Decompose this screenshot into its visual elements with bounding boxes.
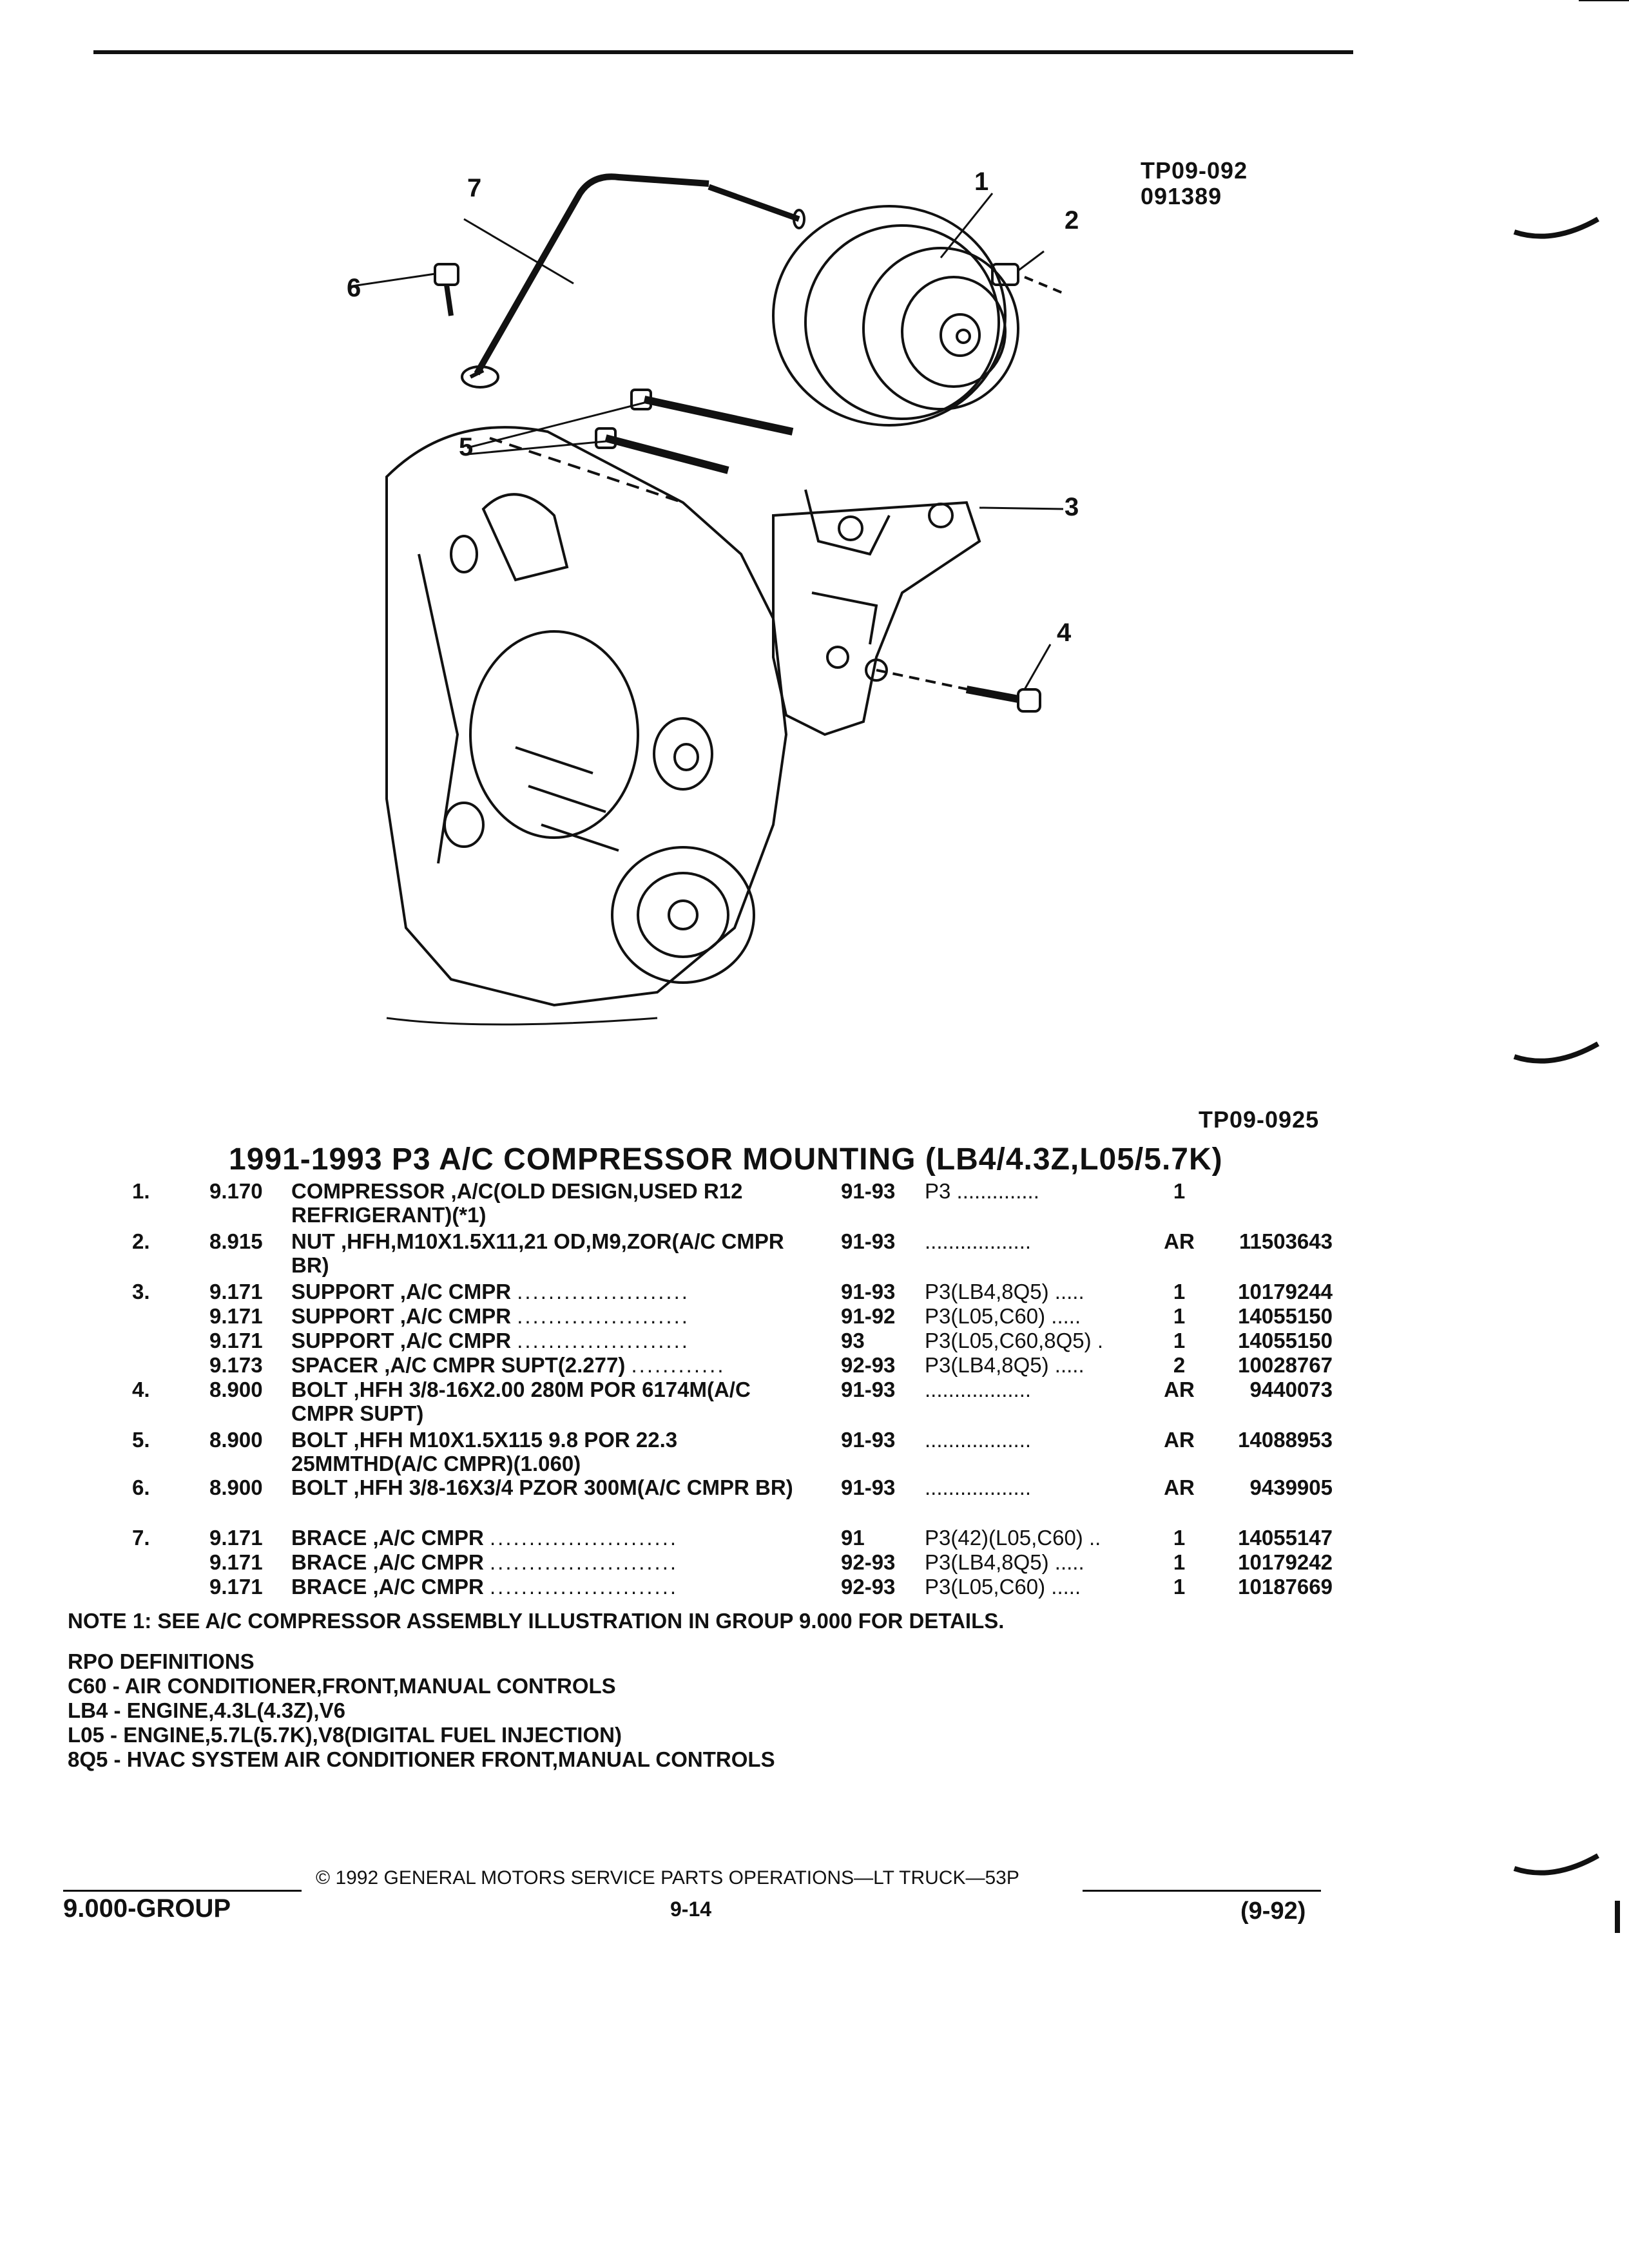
compressor-mounting-illustration <box>347 173 1064 1026</box>
callout-2: 2 <box>1065 206 1079 235</box>
compressor-shape <box>772 205 1019 427</box>
rpo-item: C60 - AIR CONDITIONER,FRONT,MANUAL CONTR… <box>68 1674 616 1698</box>
top-rule <box>93 50 1353 54</box>
note-1: NOTE 1: SEE A/C COMPRESSOR ASSEMBLY ILLU… <box>68 1609 1005 1633</box>
callout-6: 6 <box>347 274 361 302</box>
figure-code-bottom: TP09-0925 <box>1199 1106 1320 1133</box>
callout-4: 4 <box>1057 619 1072 647</box>
footer-rule-left <box>63 1890 302 1892</box>
figure-code: TP09-092 <box>1141 157 1248 184</box>
rpo-definitions: RPO DEFINITIONS C60 - AIR CONDITIONER,FR… <box>68 1649 775 1772</box>
page-number: 9-14 <box>670 1898 712 1921</box>
rpo-heading: RPO DEFINITIONS <box>68 1649 255 1673</box>
footer-date: (9-92) <box>1240 1898 1306 1925</box>
footer-copyright: © 1992 GENERAL MOTORS SERVICE PARTS OPER… <box>316 1867 1019 1888</box>
support-bracket-shape <box>772 489 981 736</box>
rpo-item: LB4 - ENGINE,4.3L(4.3Z),V6 <box>68 1698 345 1722</box>
rpo-item: 8Q5 - HVAC SYSTEM AIR CONDITIONER FRONT,… <box>68 1747 775 1771</box>
callout-7: 7 <box>467 174 482 202</box>
footer-group: 9.000-GROUP <box>63 1894 231 1923</box>
footer-rule-right <box>1083 1890 1321 1892</box>
engine-block-shape <box>385 426 788 1026</box>
callout-3: 3 <box>1065 493 1079 521</box>
figure-date-code: 091389 <box>1141 183 1222 209</box>
callout-5: 5 <box>459 433 474 461</box>
brace-tube <box>474 173 709 376</box>
page-title: 1991-1993 P3 A/C COMPRESSOR MOUNTING (LB… <box>229 1142 1223 1177</box>
callout-1: 1 <box>974 168 989 196</box>
bolt-6-shape <box>434 263 459 316</box>
rpo-item: L05 - ENGINE,5.7L(5.7K),V8(DIGITAL FUEL … <box>68 1723 622 1747</box>
scan-margin-marks <box>1513 0 1629 1933</box>
